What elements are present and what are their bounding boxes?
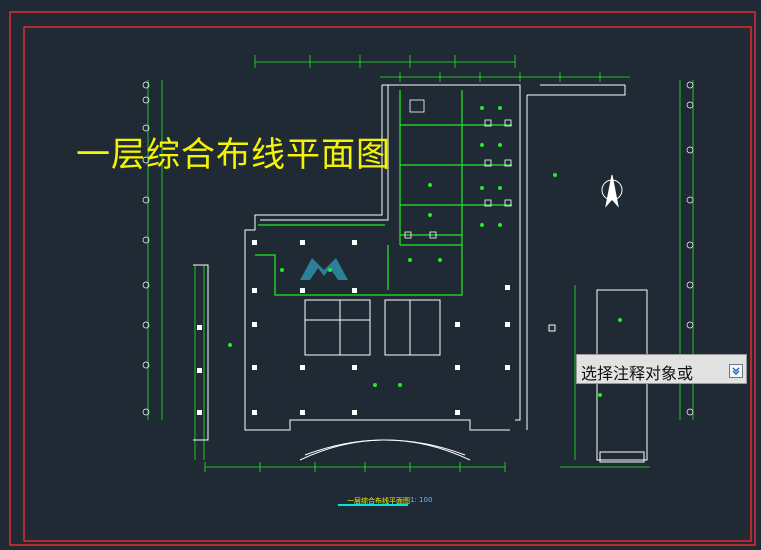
building-walls [193, 84, 648, 463]
left-axis-markers [142, 81, 150, 416]
drawing-frame [9, 11, 756, 546]
left-dimension-lines [147, 80, 205, 460]
wall-outlets [404, 99, 512, 239]
structural-columns [197, 240, 510, 415]
right-dimension-lines [574, 80, 694, 460]
command-prompt-tooltip[interactable]: 选择注释对象或 [576, 354, 747, 384]
tooltip-text: 选择注释对象或 [581, 364, 694, 383]
outlet-symbols [228, 106, 622, 397]
north-arrow-icon [601, 174, 623, 208]
bottom-dimension-lines [204, 462, 650, 472]
drawing-scale-label: 1: 100 [410, 496, 433, 504]
cabling-routes [255, 90, 512, 296]
drawing-title-block: 一层综合布线平面图 [347, 497, 410, 505]
watermark-logo [300, 258, 348, 280]
expand-down-icon[interactable] [729, 364, 743, 378]
top-dimension-lines [254, 55, 630, 82]
overlay-plan-title: 一层综合布线平面图 [76, 135, 391, 175]
